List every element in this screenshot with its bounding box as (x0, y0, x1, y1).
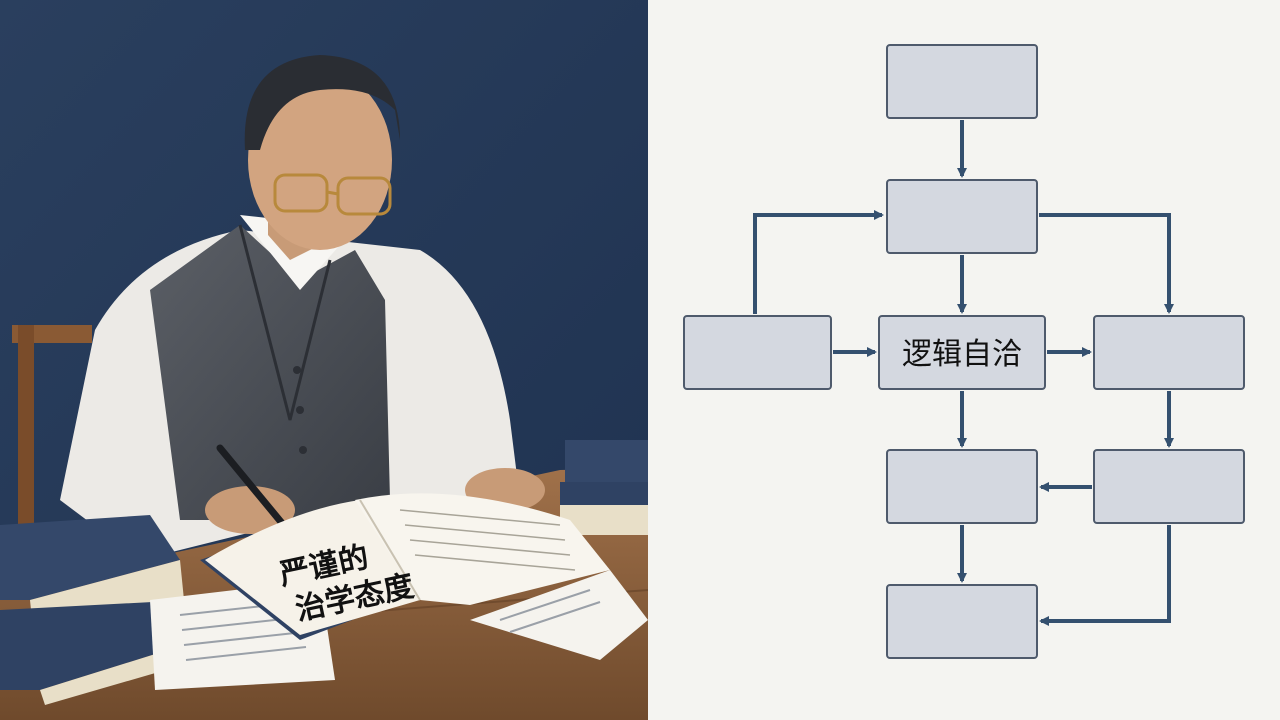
book-stack-left (0, 515, 200, 705)
node-top (886, 44, 1038, 119)
scholar-illustration: 严谨的 治学态度 (0, 0, 648, 720)
arrow-second-to-right (1039, 213, 1174, 314)
scholar-figure (60, 55, 545, 560)
node-center (878, 315, 1046, 390)
glasses (273, 173, 392, 216)
center-node-label: 逻辑自洽 (902, 337, 1022, 372)
flow-diagram: 逻辑自洽 (648, 0, 1280, 720)
node-lower-middle (886, 449, 1038, 524)
hair (244, 55, 400, 150)
node-lower-right (1093, 449, 1245, 524)
book-stack-right (560, 440, 648, 535)
node-right (1093, 315, 1245, 390)
chair (12, 325, 92, 525)
node-left (683, 315, 832, 390)
arrow-lower-right-to-bottom (1039, 525, 1171, 626)
node-bottom (886, 584, 1038, 659)
open-book (200, 493, 610, 640)
head (248, 70, 392, 250)
arrow-left-loop-to-second (753, 210, 884, 314)
node-second (886, 179, 1038, 254)
